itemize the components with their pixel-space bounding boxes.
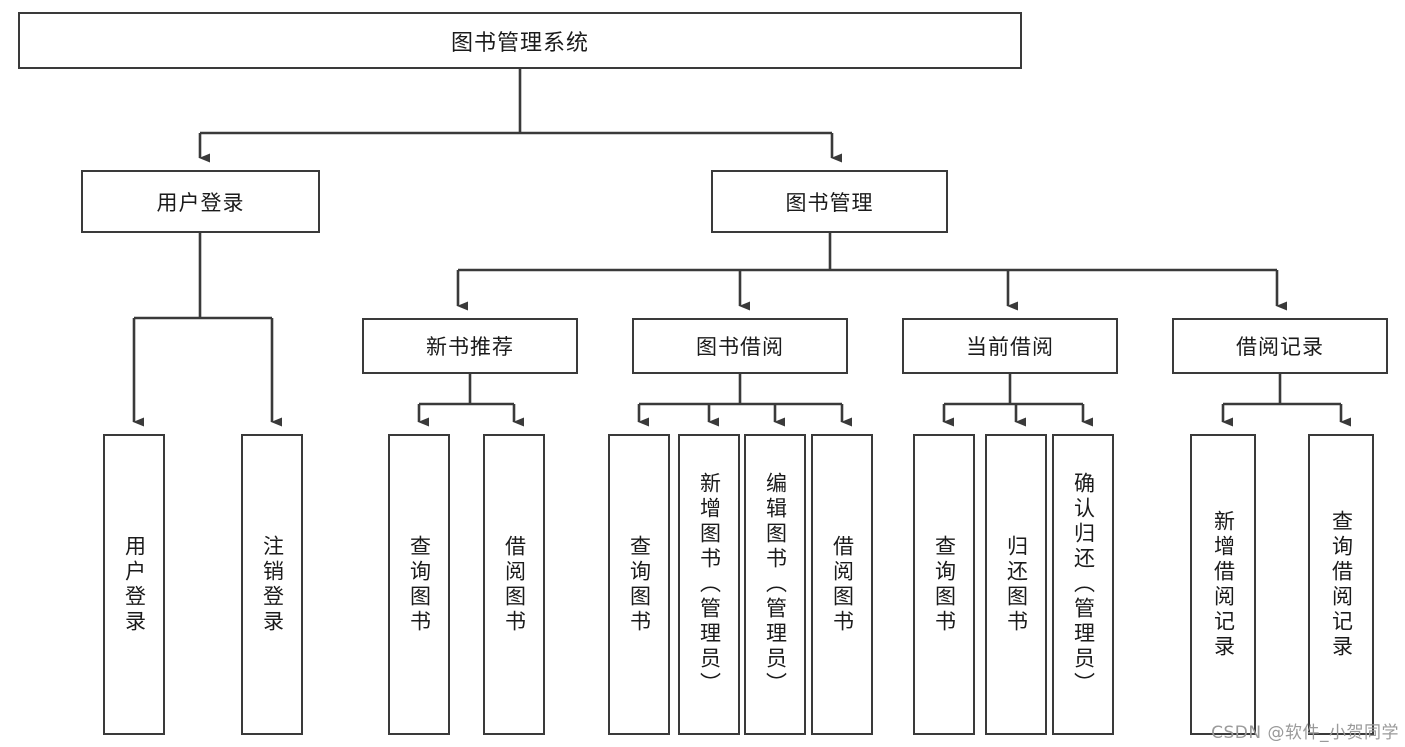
node-borrow-records-label: 借阅记录 bbox=[1236, 335, 1324, 359]
leaf-query-borrow-record[interactable]: 查询借阅记录 bbox=[1308, 434, 1374, 735]
node-root[interactable]: 图书管理系统 bbox=[18, 12, 1022, 69]
node-current-borrowing-label: 当前借阅 bbox=[966, 335, 1054, 359]
leaf-query-book-borrowing[interactable]: 查询图书 bbox=[608, 434, 670, 735]
node-book-management[interactable]: 图书管理 bbox=[711, 170, 948, 233]
leaf-query-book-current[interactable]: 查询图书 bbox=[913, 434, 975, 735]
leaf-confirm-return-admin-label: 确认归还（管理员） bbox=[1071, 472, 1096, 697]
leaf-logout-label: 注销登录 bbox=[260, 534, 285, 635]
node-user-login[interactable]: 用户登录 bbox=[81, 170, 320, 233]
node-borrow-records[interactable]: 借阅记录 bbox=[1172, 318, 1388, 374]
node-user-login-label: 用户登录 bbox=[156, 190, 245, 215]
node-book-management-label: 图书管理 bbox=[785, 190, 874, 215]
node-new-book-recommendation[interactable]: 新书推荐 bbox=[362, 318, 578, 374]
leaf-user-login-label: 用户登录 bbox=[122, 534, 147, 635]
leaf-query-book-recommendation[interactable]: 查询图书 bbox=[388, 434, 450, 735]
leaf-edit-book-admin-label: 编辑图书（管理员） bbox=[763, 472, 788, 697]
leaf-return-book-label: 归还图书 bbox=[1004, 534, 1029, 635]
leaf-borrow-book-recommendation-label: 借阅图书 bbox=[502, 534, 527, 635]
leaf-return-book[interactable]: 归还图书 bbox=[985, 434, 1047, 735]
node-current-borrowing[interactable]: 当前借阅 bbox=[902, 318, 1118, 374]
leaf-query-book-current-label: 查询图书 bbox=[932, 534, 957, 635]
leaf-borrow-book[interactable]: 借阅图书 bbox=[811, 434, 873, 735]
node-book-borrowing-label: 图书借阅 bbox=[696, 335, 784, 359]
leaf-user-login[interactable]: 用户登录 bbox=[103, 434, 165, 735]
leaf-add-borrow-record[interactable]: 新增借阅记录 bbox=[1190, 434, 1256, 735]
leaf-add-borrow-record-label: 新增借阅记录 bbox=[1211, 509, 1236, 660]
leaf-borrow-book-label: 借阅图书 bbox=[830, 534, 855, 635]
leaf-query-borrow-record-label: 查询借阅记录 bbox=[1329, 509, 1354, 660]
leaf-query-book-recommendation-label: 查询图书 bbox=[407, 534, 432, 635]
leaf-query-book-borrowing-label: 查询图书 bbox=[627, 534, 652, 635]
leaf-edit-book-admin[interactable]: 编辑图书（管理员） bbox=[744, 434, 806, 735]
leaf-logout[interactable]: 注销登录 bbox=[241, 434, 303, 735]
node-new-book-recommendation-label: 新书推荐 bbox=[426, 335, 514, 359]
leaf-borrow-book-recommendation[interactable]: 借阅图书 bbox=[483, 434, 545, 735]
watermark-text: CSDN @软件_小贺同学 bbox=[1211, 723, 1399, 743]
node-book-borrowing[interactable]: 图书借阅 bbox=[632, 318, 848, 374]
leaf-confirm-return-admin[interactable]: 确认归还（管理员） bbox=[1052, 434, 1114, 735]
leaf-add-book-admin[interactable]: 新增图书（管理员） bbox=[678, 434, 740, 735]
node-root-label: 图书管理系统 bbox=[450, 30, 589, 56]
leaf-add-book-admin-label: 新增图书（管理员） bbox=[697, 472, 722, 697]
